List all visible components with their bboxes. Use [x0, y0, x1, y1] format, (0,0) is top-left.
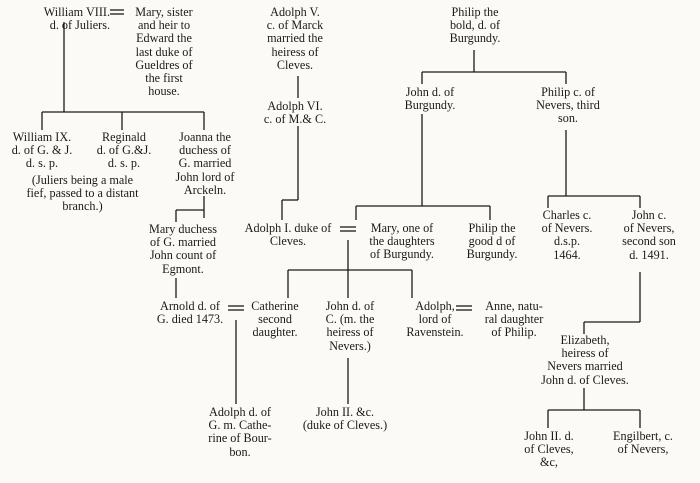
node-john-burgundy: John d. of Burgundy. — [404, 85, 456, 113]
node-mary-burgundy: Mary, one of the daughters of Burgundy. — [369, 221, 435, 262]
node-joanna: Joanna the duchess of G. married John lo… — [175, 130, 235, 197]
node-mary-duchess-egmont: Mary duchess of G. married John count of… — [148, 222, 218, 276]
node-arnold: Arnold d. of G. died 1473. — [156, 299, 224, 327]
node-adolph-v: Adolph V. c. of Marck married the heires… — [266, 5, 324, 72]
node-elizabeth: Elizabeth, heiress of Nevers married Joh… — [541, 333, 629, 387]
node-john-nevers: John c. of Nevers, second son d. 1491. — [622, 208, 676, 262]
node-philip-nevers: Philip c. of Nevers, third son. — [536, 85, 600, 126]
node-john-ii-cleves: John II. d. of Cleves, &c, — [524, 429, 574, 470]
node-philip-the-good: Philip the good d of Burgundy. — [466, 221, 518, 262]
node-adolph-ravenstein: Adolph, lord of Ravenstein. — [406, 299, 464, 340]
node-mary-gueldres: Mary, sister and heir to Edward the last… — [135, 5, 193, 99]
node-anne: Anne, natu- ral daughter of Philip. — [484, 299, 544, 340]
node-juliers-note: (Juliers being a male fief, passed to a … — [26, 173, 139, 214]
node-reginald: Reginald d. of G.&J. d. s. p. — [96, 130, 152, 171]
node-john-cleves: John d. of C. (m. the heiress of Nevers.… — [325, 299, 375, 353]
node-philip-the-bold: Philip the bold, d. of Burgundy. — [449, 5, 501, 46]
node-william-ix: William IX. d. of G. & J. d. s. p. — [11, 130, 73, 171]
node-john-ii-duke: John II. &c. (duke of Cleves.) — [302, 405, 388, 433]
node-catherine: Catherine second daughter. — [251, 299, 299, 340]
node-william-viii: William VIII. d. of Juliers. — [43, 5, 110, 33]
node-charles-nevers: Charles c. of Nevers. d.s.p. 1464. — [541, 208, 593, 262]
node-engilbert: Engilbert, c. of Nevers, — [613, 429, 673, 457]
node-adolph-gueldres: Adolph d. of G. m. Cathe- rine of Bour- … — [208, 405, 272, 459]
node-adolph-i-cleves: Adolph I. duke of Cleves. — [244, 221, 332, 249]
node-adolph-vi: Adolph VI. c. of M.& C. — [263, 99, 327, 127]
